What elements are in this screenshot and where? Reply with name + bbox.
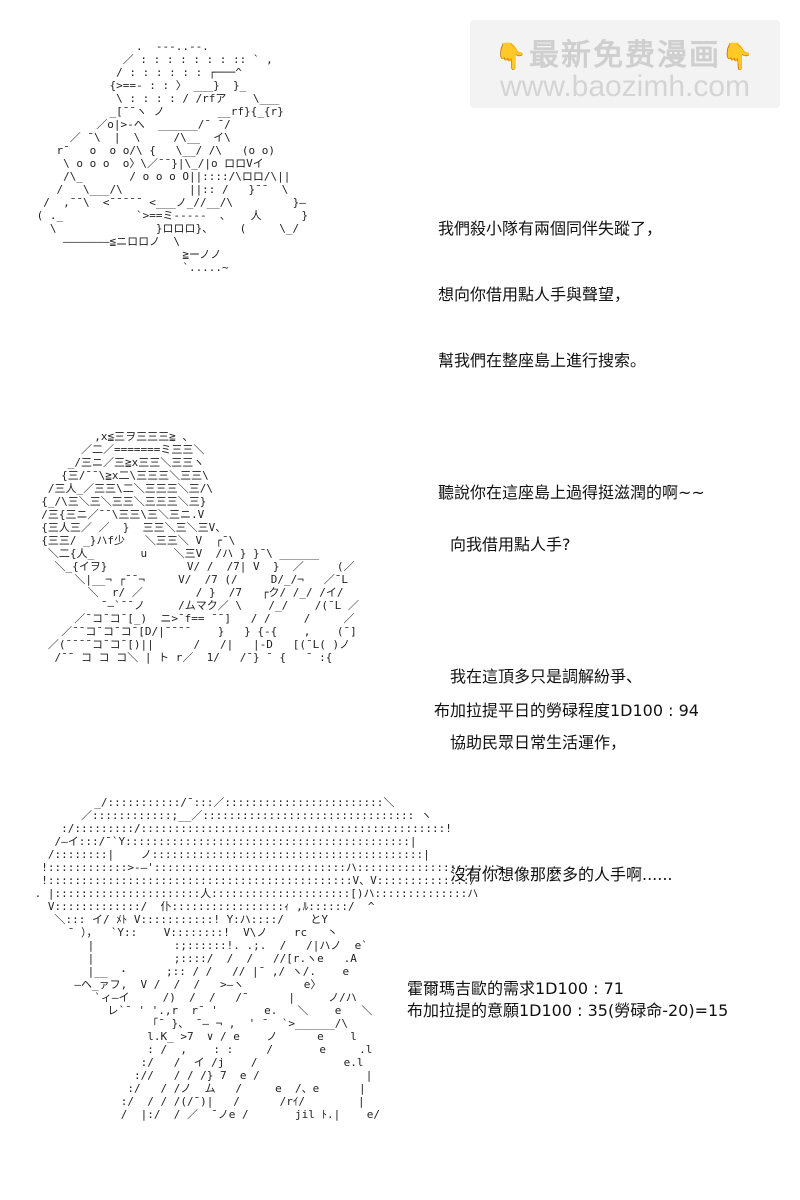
- ascii-art-character-3: _/:::::::::::/¯:::／:::::::::::::::::::::…: [34, 796, 503, 1121]
- dice-roll-text: 霍爾瑪吉歐的需求1D100 : 71: [407, 979, 624, 998]
- pointing-down-hand-icon: 👇: [721, 42, 756, 72]
- dialogue-line: 聽說你在這座島上過得挺滋潤的啊~~: [438, 483, 705, 502]
- dialogue-line: 幫我們在整座島上進行搜索。: [438, 351, 647, 370]
- dialogue-panel-2: 向我借用點人手? 我在這頂多只是調解紛爭、 協助民眾日常生活運作， 沒有你想像那…: [450, 490, 673, 908]
- dialogue-line: 向我借用點人手?: [450, 535, 571, 554]
- watermark-title: 最新免费漫画: [529, 38, 721, 73]
- dialogue-panel-1: 我們殺小隊有兩個同伴失蹤了， 想向你借用點人手與聲望， 幫我們在整座島上進行搜索…: [438, 174, 705, 526]
- watermark: 👇最新免费漫画👇 www.baozimh.com: [470, 20, 780, 108]
- dialogue-gap: [450, 600, 673, 622]
- dialogue-line: 我在這頂多只是調解紛爭、: [450, 667, 643, 686]
- ascii-art-character-1: . ---..--. ／ : : : : : : : :: ` , / : : …: [36, 40, 309, 274]
- ascii-art-character-2: ,x≦三ヲ三三三≧ 、 ／二／=======ミ三三＼ _/三ニ／三≧x三三＼三三…: [41, 430, 359, 664]
- dice-roll-text: 布加拉提平日的勞碌程度1D100 : 94: [434, 701, 699, 720]
- pointing-down-hand-icon: 👇: [494, 42, 529, 72]
- dialogue-line: 沒有你想像那麼多的人手啊......: [450, 865, 673, 884]
- watermark-url: www.baozimh.com: [499, 70, 751, 103]
- dialogue-line: 協助民眾日常生活運作，: [450, 733, 627, 752]
- dialogue-gap: [438, 416, 705, 438]
- dialogue-line: 想向你借用點人手與聲望，: [438, 285, 631, 304]
- dialogue-line: 我們殺小隊有兩個同伴失蹤了，: [438, 219, 663, 238]
- dice-roll-text: 布加拉提的意願1D100 : 35(勞碌命-20)=15: [407, 1001, 729, 1020]
